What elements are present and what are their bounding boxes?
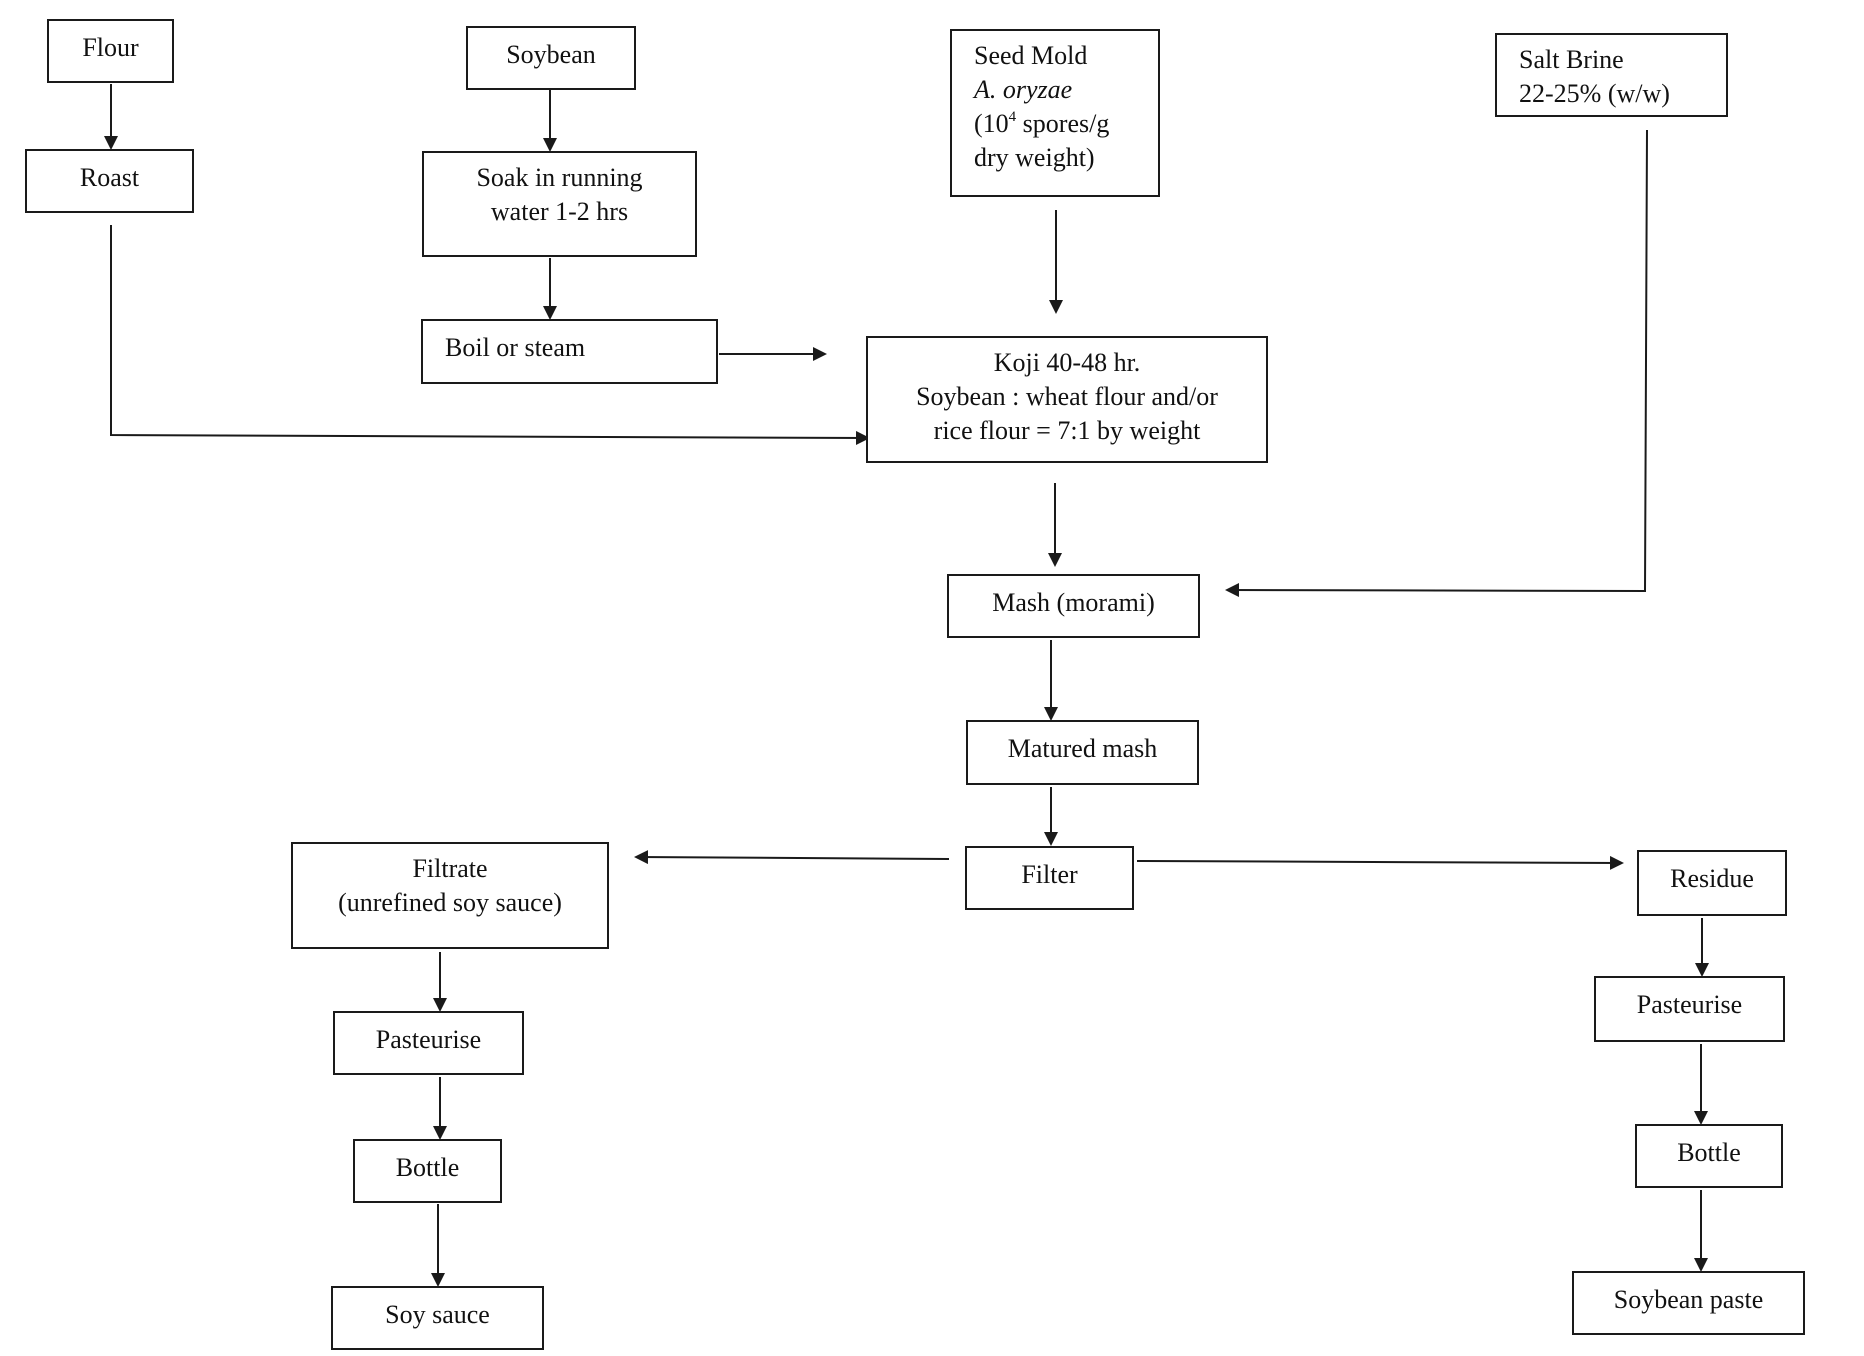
node-pasteurise-left: Pasteurise: [333, 1011, 524, 1075]
node-bottle-right-label: Bottle: [1677, 1138, 1741, 1167]
node-bottle-left: Bottle: [353, 1139, 502, 1203]
arrow-filter-to-residue: [1136, 855, 1624, 870]
node-soybean-paste: Soybean paste: [1572, 1271, 1805, 1335]
node-soak: Soak in running water 1-2 hrs: [422, 151, 697, 257]
node-flour-label: Flour: [82, 33, 139, 62]
node-seed-mold-line1: Seed Mold: [974, 41, 1088, 70]
node-residue: Residue: [1637, 850, 1787, 916]
node-filtrate-line1: Filtrate: [412, 854, 488, 883]
node-koji-line1: Koji 40-48 hr.: [993, 348, 1141, 377]
node-seed-mold-exponent: 4: [1008, 109, 1017, 125]
arrow-filter-to-filtrate: [634, 850, 950, 865]
node-flour: Flour: [47, 19, 174, 83]
node-filtrate: Filtrate (unrefined soy sauce): [291, 842, 609, 949]
node-soybean-label: Soybean: [506, 40, 596, 69]
node-seed-mold-line4: dry weight): [974, 143, 1095, 172]
node-roast: Roast: [25, 149, 194, 213]
node-soak-line1: Soak in running: [476, 163, 643, 192]
node-mash: Mash (morami): [947, 574, 1200, 638]
node-soybean: Soybean: [466, 26, 636, 90]
node-seed-mold-line3-suffix: spores/g: [1016, 109, 1110, 138]
node-matured-mash-label: Matured mash: [1007, 734, 1158, 763]
node-bottle-right: Bottle: [1635, 1124, 1783, 1188]
arrow-roast-to-koji: [110, 225, 870, 445]
node-soy-sauce: Soy sauce: [331, 1286, 544, 1350]
node-salt-brine: Salt Brine 22-25% (w/w): [1495, 33, 1728, 117]
node-boil: Boil or steam: [421, 319, 718, 384]
node-seed-mold-line3: (104 spores/g: [974, 107, 1158, 141]
node-filter: Filter: [965, 846, 1134, 910]
node-bottle-left-label: Bottle: [395, 1153, 460, 1182]
node-mash-label: Mash (morami): [992, 588, 1155, 617]
node-filtrate-line2: (unrefined soy sauce): [338, 888, 562, 917]
node-salt-brine-line2: 22-25% (w/w): [1519, 79, 1670, 108]
node-boil-label: Boil or steam: [445, 333, 586, 362]
node-seed-mold-line3-prefix: (10: [974, 109, 1009, 138]
node-koji-line2: Soybean : wheat flour and/or: [916, 382, 1218, 411]
node-koji-line3: rice flour = 7:1 by weight: [933, 416, 1201, 445]
node-koji: Koji 40-48 hr. Soybean : wheat flour and…: [866, 336, 1268, 463]
node-soy-sauce-label: Soy sauce: [385, 1300, 490, 1329]
node-residue-label: Residue: [1670, 864, 1754, 893]
node-matured-mash: Matured mash: [966, 720, 1199, 785]
node-seed-mold: Seed Mold A. oryzae (104 spores/g dry we…: [950, 29, 1160, 197]
node-filter-label: Filter: [1021, 860, 1078, 889]
node-soak-line2: water 1-2 hrs: [490, 197, 629, 226]
node-pasteurise-right: Pasteurise: [1594, 976, 1785, 1042]
node-salt-brine-line1: Salt Brine: [1519, 45, 1624, 74]
node-pasteurise-left-label: Pasteurise: [375, 1025, 482, 1054]
node-pasteurise-right-label: Pasteurise: [1636, 990, 1743, 1019]
node-seed-mold-species: A. oryzae: [974, 75, 1073, 104]
arrow-brine-to-mash: [1225, 129, 1648, 598]
node-soybean-paste-label: Soybean paste: [1613, 1285, 1764, 1314]
node-roast-label: Roast: [79, 163, 140, 192]
